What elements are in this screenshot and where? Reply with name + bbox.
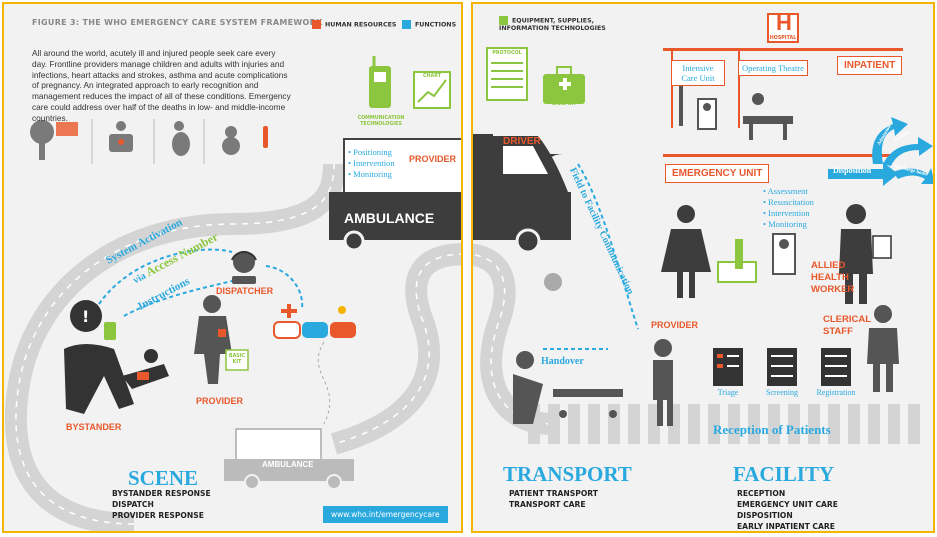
road-curve [334,254,463,444]
scene-item: BYSTANDER RESPONSE [112,488,211,499]
facility-item: EARLY INPATIENT CARE [737,521,838,532]
clerical-staff-figure [867,305,899,392]
label-line: CLERICAL [823,314,871,326]
legend-label: HUMAN RESOURCES [325,22,396,29]
hospital-h-icon: H [769,10,799,36]
handover-label: Handover [541,356,584,367]
vehicle-path [318,342,330,424]
legend-human-resources: HUMAN RESOURCES [312,20,396,29]
ambulance-label-small: AMBULANCE [262,460,314,469]
dispatcher-label: DISPATCHER [216,286,273,296]
provider-label: PROVIDER [651,320,698,330]
transport-facility-panel: EQUIPMENT, SUPPLIES, INFORMATION TECHNOL… [471,2,935,533]
facility-item: EMERGENCY UNIT CARE [737,499,838,510]
screening-clipboard-icon [767,348,797,386]
registration-clipboard-icon [821,348,851,386]
ambulance-label-big: AMBULANCE [344,210,434,226]
thermometer-icon [263,126,268,148]
allied-health-worker-label: ALLIED HEALTH WORKER [811,260,854,296]
registration-label: Registration [806,388,866,397]
patient-bed-icon [718,234,795,282]
transport-care-kit-label: TRANSPORT CARE KIT [541,96,587,108]
transport-item: PATIENT TRANSPORT [509,488,598,499]
triage-label: Triage [698,388,758,397]
provider-label-bottom: PROVIDER [196,396,243,406]
function-item: Intervention [763,208,814,219]
operating-theatre-icon [743,93,793,140]
legend-swatch-blue [402,20,411,29]
ambulance-functions-list: Positioning Intervention Monitoring [348,147,395,180]
facility-title: FACILITY [733,462,834,487]
legend-label: EQUIPMENT, SUPPLIES, INFORMATION TECHNOL… [499,18,606,33]
function-item: Intervention [348,158,395,169]
injury-icons-row [30,119,268,164]
triage-clipboard-icon [713,348,743,386]
intro-text: All around the world, acutely ill and in… [32,48,292,124]
label-line: STAFF [823,326,871,338]
scene-item: DISPATCH [112,499,211,510]
disposition-label: Disposition [833,166,871,175]
operating-theatre-label: Operating Theatre [738,60,808,76]
child-fever-icon [222,137,240,155]
legend-functions: FUNCTIONS [402,20,456,29]
inpatient-label: INPATIENT [837,56,902,75]
emergency-unit-label: EMERGENCY UNIT [665,164,769,183]
scene-panel: ! FIGURE 3: T [2,2,463,533]
bystander-figure: ! [64,300,169,414]
figure-title: FIGURE 3: THE WHO EMERGENCY CARE SYSTEM … [32,18,323,27]
label-line: WORKER [811,284,854,296]
function-item: Resuscitation [763,197,814,208]
legend-equipment: EQUIPMENT, SUPPLIES, INFORMATION TECHNOL… [499,16,619,32]
function-item: Assessment [763,186,814,197]
label-line: HEALTH [811,272,854,284]
icu-icon [679,86,716,129]
hospital-label: HOSPITAL [763,36,803,42]
transport-title: TRANSPORT [503,462,632,487]
transport-items: PATIENT TRANSPORT TRANSPORT CARE [509,488,598,510]
scene-items: BYSTANDER RESPONSE DISPATCH PROVIDER RES… [112,488,211,521]
nurse-figure [661,205,711,298]
bystander-label: BYSTANDER [66,422,121,432]
dispatcher-figure [232,251,256,284]
function-item: Positioning [348,147,395,158]
reception-of-patients-label: Reception of Patients [713,422,831,438]
scene-item: PROVIDER RESPONSE [112,510,211,521]
radio-icon [369,56,391,108]
emergency-vehicles [274,304,356,338]
headset-provider-icon [544,273,562,291]
svg-text:!: ! [82,307,89,326]
legend-label: FUNCTIONS [415,22,456,29]
emergency-unit-functions: Assessment Resuscitation Intervention Mo… [763,186,814,230]
facility-item: RECEPTION [737,488,838,499]
tree-crash-icon [30,120,54,144]
communication-technologies-label: COMMUNICATION TECHNOLOGIES [356,116,406,128]
legend-swatch-green [499,16,508,25]
screening-label: Screening [752,388,812,397]
function-item: Monitoring [348,169,395,180]
protocol-label: PROTOCOL [487,51,527,57]
label-line: ALLIED [811,260,854,272]
driver-label: DRIVER [503,136,541,147]
provider-label-top: PROVIDER [409,154,456,164]
clerical-staff-label: CLERICAL STAFF [823,314,871,338]
ambulance-cab [473,134,571,252]
basic-kit-label: BASIC KIT [226,354,248,366]
provider-figure [194,295,248,384]
who-url-link[interactable]: www.who.int/emergencycare [323,506,448,523]
facility-item: DISPOSITION [737,510,838,521]
chart-label: CHART [414,74,450,80]
icu-label: Intensive Care Unit [671,60,725,86]
facility-items: RECEPTION EMERGENCY UNIT CARE DISPOSITIO… [737,488,838,532]
transport-item: TRANSPORT CARE [509,499,598,510]
legend-swatch-orange [312,20,321,29]
function-item: Monitoring [763,219,814,230]
